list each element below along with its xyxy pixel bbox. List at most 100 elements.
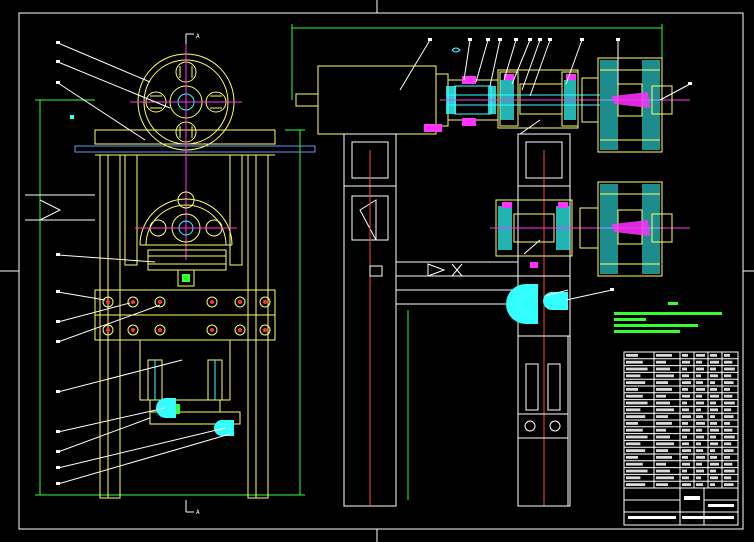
title-block-cell-text [656, 381, 668, 384]
title-block-cell-text [656, 476, 674, 480]
title-block-cell-text [696, 449, 703, 452]
title-block-cell-text [626, 388, 638, 391]
title-block-cell-text [696, 381, 703, 384]
title-block-cell-text [682, 435, 687, 439]
title-block-cell-text [696, 401, 704, 405]
title-block-cell-text [626, 381, 646, 384]
title-block-cell-text [710, 456, 717, 459]
title-block-cell-text [626, 367, 648, 371]
title-block-cell-text [710, 401, 716, 405]
title-block-cell-text [656, 360, 666, 364]
title-block-cell-text [724, 476, 732, 480]
title-block-cell-text [710, 394, 719, 398]
title-block-cell-text [626, 415, 646, 418]
title-block-cell-text [656, 394, 666, 398]
title-block-cell-text [710, 442, 718, 446]
title-block-cell-text [724, 388, 730, 391]
title-block-cell-text [696, 442, 701, 446]
title-block-cell-text [724, 381, 734, 384]
title-block-cell-text [682, 476, 689, 480]
bolt-row-bottom [102, 324, 271, 336]
technical-notes [614, 302, 722, 333]
title-block-cell-text [626, 435, 648, 439]
title-block-cell-text [710, 476, 718, 480]
title-block-cell-text [724, 360, 733, 364]
title-block-cell-text [656, 435, 670, 439]
title-block-cell-text [682, 469, 687, 473]
title-block-cell-text [696, 360, 702, 364]
left-view: A A [25, 33, 316, 516]
lower-roller [579, 181, 673, 277]
title-block-cell-text [724, 374, 732, 378]
title-block-cell-text [682, 456, 688, 459]
title-block-cell-text [626, 394, 643, 398]
title-block-cell-text [696, 394, 702, 398]
title-block-cell-text [696, 428, 702, 432]
title-block-cell-text [710, 449, 715, 452]
title-block-cell-text [710, 374, 718, 378]
title-block-cell-text [656, 483, 668, 486]
title-block-cell-text [710, 381, 715, 384]
title-block-cell-text [696, 367, 704, 371]
title-block-cell-text [626, 374, 641, 378]
title-block-cell-text [682, 442, 689, 446]
title-block-cell-text [656, 428, 666, 432]
title-block-cell-text [626, 354, 638, 357]
bolt-row-top [102, 296, 271, 308]
title-block-cell-text [656, 415, 668, 418]
title-block-cell-text [696, 388, 705, 391]
title-block-cell-text [724, 442, 732, 446]
title-block-cell-text [682, 360, 690, 364]
title-block-cell-text [682, 388, 688, 391]
title-block-cell-text [682, 408, 689, 412]
title-block-cell-text [682, 401, 687, 405]
title-block-cell-text [656, 422, 672, 425]
title-block [623, 351, 739, 526]
title-block-cell-text [710, 422, 717, 425]
title-block-cell-text [656, 388, 672, 391]
svg-text:A: A [196, 509, 200, 516]
title-block-cell-text [682, 394, 690, 398]
title-block-cell-text [724, 462, 733, 466]
title-block-cell-text [696, 408, 701, 412]
title-block-cell-text [656, 456, 672, 459]
title-block-cell-text [682, 381, 691, 384]
title-block-cell-text [710, 360, 719, 364]
title-block-cell-text [724, 456, 730, 459]
title-block-cell-text [696, 469, 704, 473]
title-block-cell-text [710, 388, 717, 391]
title-block-cell-text [710, 354, 717, 357]
title-block-cell-text [626, 456, 638, 459]
title-block-cell-text [682, 422, 688, 425]
title-block-cell-text [696, 456, 705, 459]
title-block-cell-text [626, 476, 641, 480]
title-block-cell-text [696, 422, 705, 425]
right-view-leaders [399, 38, 692, 301]
title-block-cell-text [710, 415, 715, 418]
title-block-cell-text [656, 449, 668, 452]
title-block-cell-text [710, 462, 719, 466]
upper-roller [581, 57, 673, 153]
title-block-cell-text [626, 401, 648, 405]
title-block-cell-text [696, 476, 701, 480]
lower-pulley [135, 191, 237, 246]
title-block-cell-text [696, 462, 702, 466]
title-block-cell-text [696, 415, 703, 418]
title-block-cell-text [724, 367, 735, 371]
title-block-cell-text [724, 483, 734, 486]
title-block-cell-text [626, 442, 641, 446]
title-block-cell-text [656, 354, 672, 357]
title-block-cell-text [656, 401, 670, 405]
left-view-leaders [56, 41, 231, 485]
upper-pulley [130, 40, 242, 260]
title-block-cell-text [626, 422, 638, 425]
title-block-cell-text [656, 442, 674, 446]
title-block-cell-text [626, 449, 646, 452]
title-block-cell-text [682, 415, 691, 418]
title-block-cell-text [710, 408, 718, 412]
title-block-cell-text [626, 428, 643, 432]
title-block-cell-text [710, 469, 716, 473]
title-block-cell-text [724, 408, 732, 412]
